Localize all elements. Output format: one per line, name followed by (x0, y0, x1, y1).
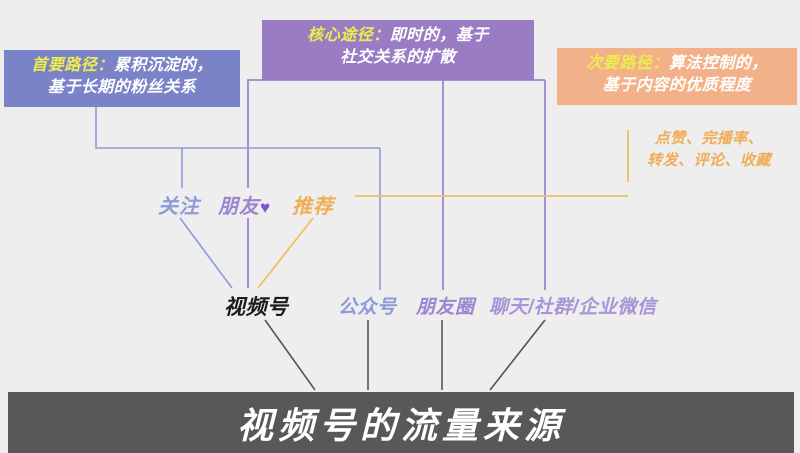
callout-primary-body: 累积沉淀的， (113, 57, 213, 74)
wire-shipinhao-to-banner (264, 319, 316, 391)
bottom-banner: 视频号的流量来源 (8, 392, 794, 453)
node-shipinhao: 视频号 (224, 291, 289, 321)
callout-secondary-body2: 基于内容的优质程度 (602, 76, 752, 94)
mid-node-guanzhu-label: 关注 (158, 196, 200, 218)
banner-title: 视频号的流量来源 (236, 404, 565, 446)
mid-node-guanzhu: 关注 (158, 190, 200, 219)
metrics-line-2: 转发、评论、收藏 (646, 151, 771, 169)
wire-core-bracket (247, 79, 545, 110)
node-shipinhao-label: 视频号 (224, 296, 289, 319)
mid-node-tuijian-label: 推荐 (292, 196, 334, 218)
callout-secondary-body: 算法控制的， (668, 55, 768, 72)
callout-primary-path: 首要路径：累积沉淀的， 基于长期的粉丝关系 (4, 50, 240, 107)
callout-core-path: 核心途径：即时的，基于 社交关系的扩散 (262, 20, 534, 80)
mid-node-pengyou-label: 朋友 (218, 196, 260, 218)
wire-tuijian-to-shipinhao (257, 217, 314, 289)
metrics-line-1: 点赞、完播率、 (654, 130, 764, 147)
mid-node-tuijian: 推荐 (292, 190, 334, 219)
callout-core-body: 即时的，基于 (389, 27, 489, 44)
metrics-note: 点赞、完播率、 转发、评论、收藏 (624, 128, 794, 172)
node-chat-label: 聊天/社群/企业微信 (489, 297, 657, 318)
node-pengyouquan-label: 朋友圈 (416, 297, 475, 318)
callout-primary-body2: 基于长期的粉丝关系 (47, 78, 197, 96)
wire-guanzhu-to-shipinhao (179, 217, 233, 289)
node-gongzhonghao: 公众号 (338, 292, 397, 319)
node-gongzhonghao-label: 公众号 (338, 297, 397, 318)
callout-secondary-lead: 次要路径： (586, 55, 669, 72)
mid-node-pengyou: 朋友♥ (218, 190, 271, 219)
callout-primary-lead: 首要路径： (31, 57, 114, 74)
wire-primary-bracket (95, 107, 380, 149)
node-pengyouquan: 朋友圈 (416, 292, 475, 319)
callout-core-lead: 核心途径： (307, 27, 390, 44)
heart-icon: ♥ (260, 198, 272, 217)
callout-core-body2: 社交关系的扩散 (340, 48, 456, 66)
callout-secondary-path: 次要路径：算法控制的， 基于内容的优质程度 (557, 48, 797, 105)
node-chat-community-work: 聊天/社群/企业微信 (489, 292, 657, 319)
wire-chat-to-banner (489, 319, 546, 391)
